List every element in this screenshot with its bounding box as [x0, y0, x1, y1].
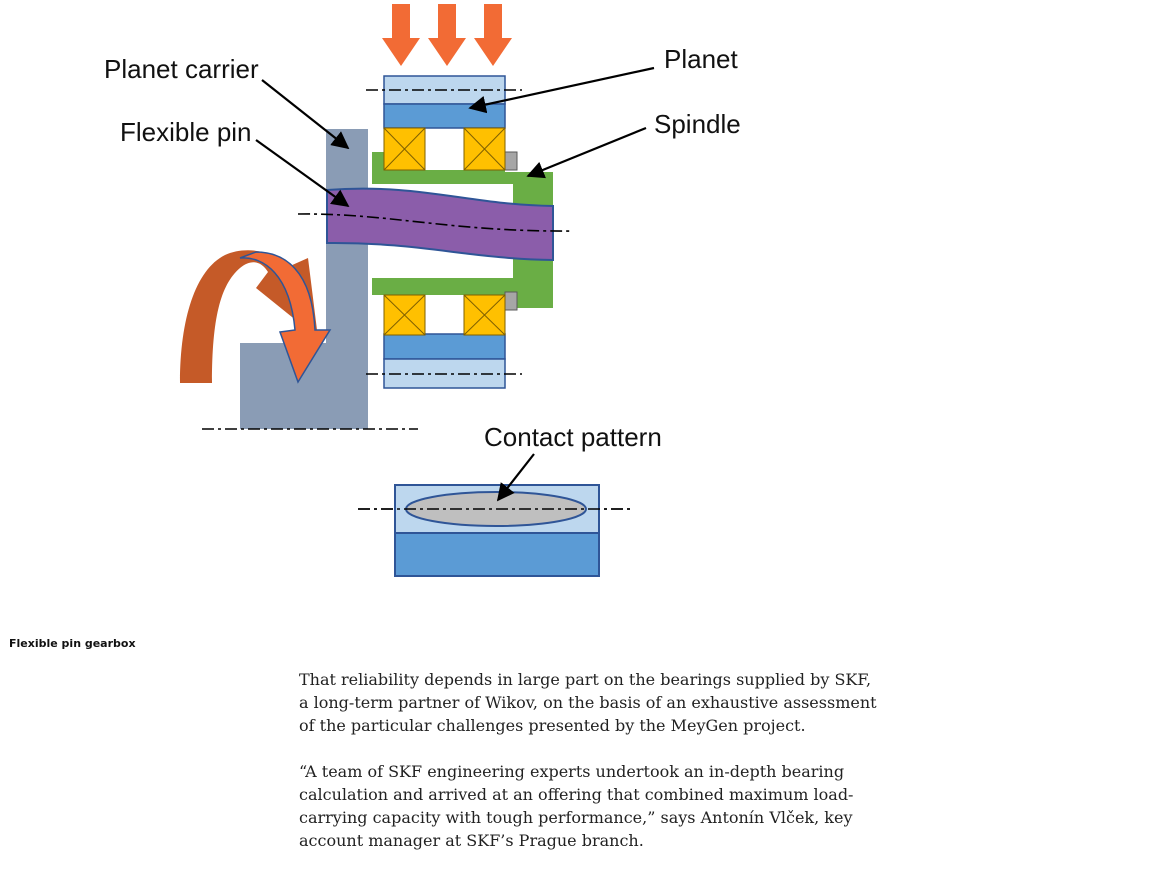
load-arrow	[382, 4, 420, 66]
article-body: That reliability depends in large part o…	[299, 668, 879, 875]
article-paragraph: That reliability depends in large part o…	[299, 670, 877, 735]
bearing-roller	[383, 127, 426, 171]
label-planet-carrier: Planet carrier	[104, 54, 259, 84]
article-paragraph: “A team of SKF engineering experts under…	[299, 762, 854, 850]
label-spindle: Spindle	[654, 109, 741, 139]
bearing-roller	[383, 294, 426, 336]
figure-caption: Flexible pin gearbox	[9, 637, 136, 650]
planet-gear-lower	[383, 333, 506, 389]
bearing-roller	[463, 294, 506, 336]
rotation-arrow	[180, 250, 332, 384]
label-contact-pattern: Contact pattern	[484, 422, 662, 452]
flexible-pin-gearbox-diagram: Planet carrier Flexible pin Planet Spind…	[104, 4, 741, 577]
load-arrows	[382, 4, 512, 66]
contact-pattern-detail	[358, 484, 632, 577]
load-arrow	[428, 4, 466, 66]
bearing-roller	[463, 127, 506, 171]
label-flexible-pin: Flexible pin	[120, 117, 252, 147]
load-arrow	[474, 4, 512, 66]
label-planet: Planet	[664, 44, 738, 74]
center-lines	[202, 89, 632, 510]
planet-gear-upper	[383, 75, 506, 129]
bearings	[383, 127, 506, 336]
leader-arrows	[255, 66, 655, 502]
